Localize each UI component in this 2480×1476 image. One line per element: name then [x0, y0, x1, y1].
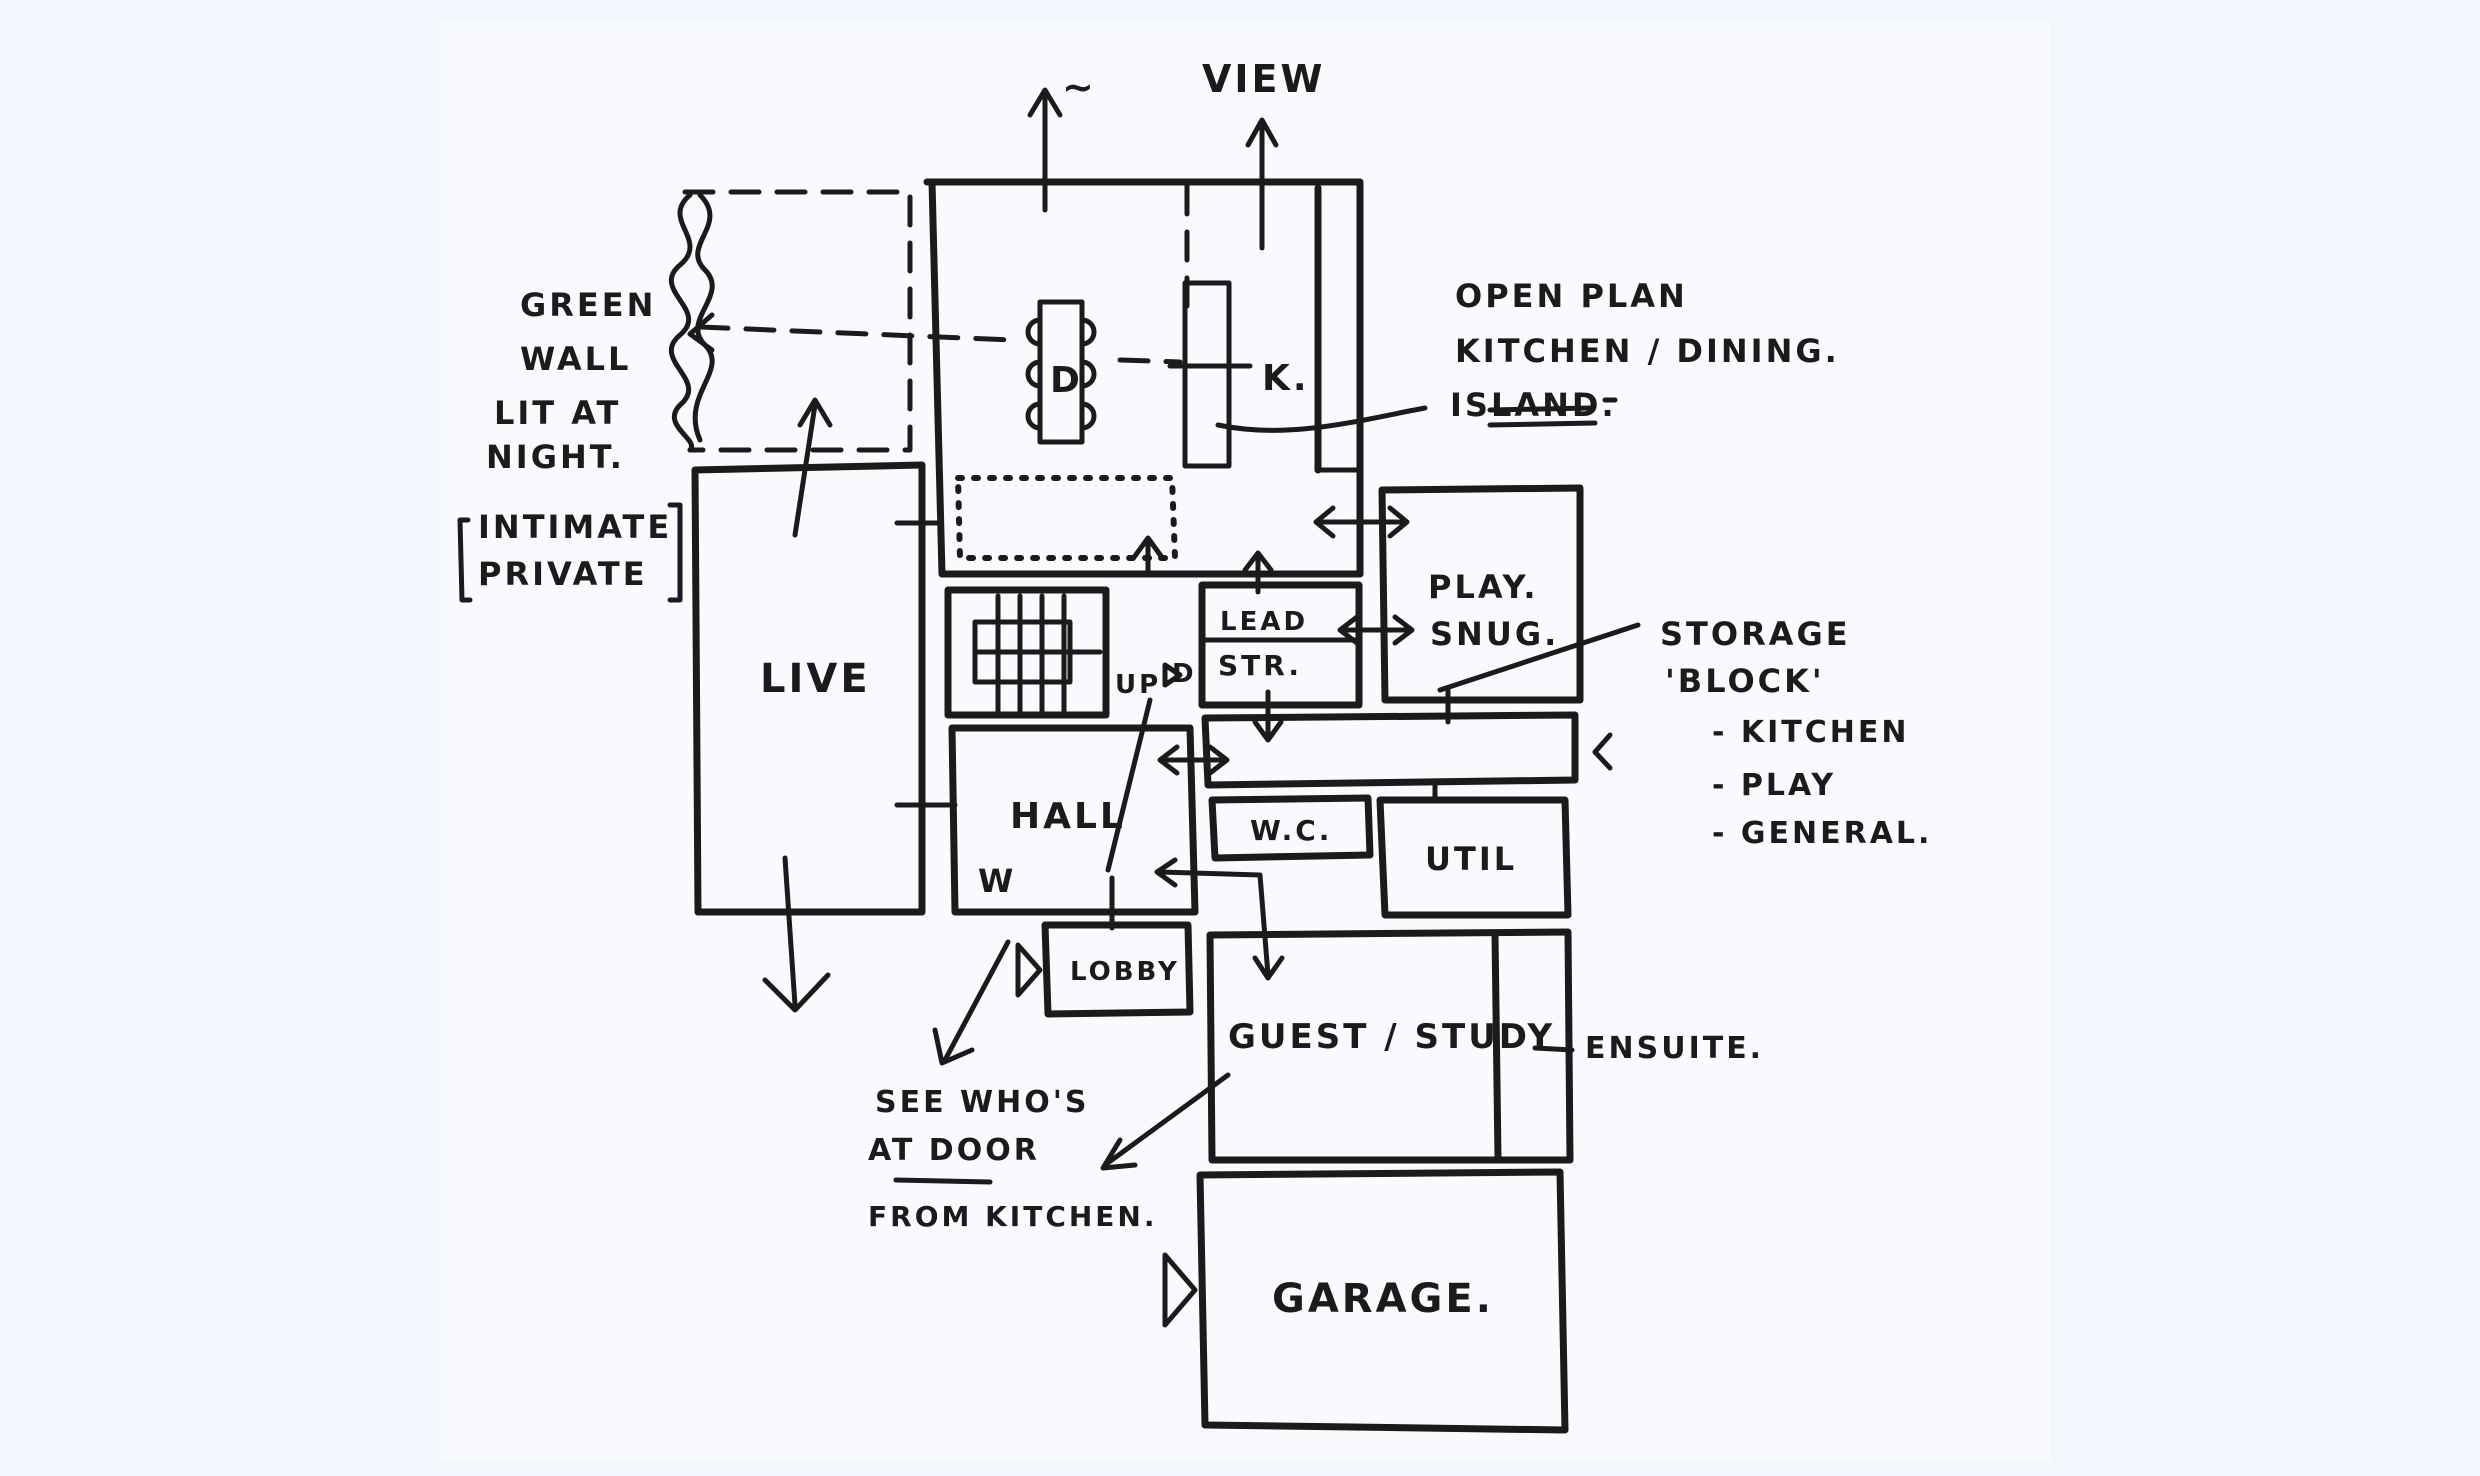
- green-wall-dashed-zone: [669, 189, 1183, 453]
- kitchen-island: [1167, 280, 1428, 469]
- label-up: UP: [1115, 670, 1161, 700]
- label-from-kitchen: FROM KITCHEN.: [868, 1200, 1158, 1233]
- garage-room: [1196, 1168, 1569, 1434]
- label-view-tilde: ~: [1062, 65, 1097, 109]
- label-storage-kitchen: - KITCHEN: [1712, 715, 1910, 750]
- label-lead: LEAD: [1220, 607, 1308, 637]
- label-ensuite: ENSUITE.: [1585, 1031, 1764, 1066]
- label-door-d: D: [1172, 659, 1197, 689]
- label-at-door: AT DOOR: [868, 1133, 1040, 1168]
- label-intimate: INTIMATE: [478, 508, 672, 546]
- dining-table: [1025, 299, 1097, 445]
- label-storage-play: - PLAY: [1712, 768, 1836, 803]
- label-lit-at: LIT AT: [494, 394, 621, 432]
- label-kitchen: K.: [1262, 358, 1310, 399]
- label-store: STR.: [1218, 649, 1302, 682]
- label-view: VIEW: [1202, 57, 1325, 101]
- label-lobby: LOBBY: [1070, 957, 1180, 987]
- label-green: GREEN: [520, 286, 656, 324]
- label-guest-study: GUEST / STUDY: [1228, 1017, 1555, 1057]
- label-island: ISLAND.: [1450, 386, 1617, 424]
- label-util: UTIL: [1425, 840, 1517, 878]
- label-w: W: [978, 862, 1016, 900]
- util-room: [1376, 796, 1572, 919]
- label-block: 'BLOCK': [1665, 662, 1825, 700]
- label-dining: D: [1050, 360, 1083, 401]
- label-wc: W.C.: [1250, 814, 1332, 847]
- label-play: PLAY.: [1428, 568, 1539, 606]
- label-storage: STORAGE: [1660, 615, 1851, 653]
- paper-sheet: [440, 22, 2050, 1462]
- label-storage-general: - GENERAL.: [1712, 816, 1932, 851]
- open-plan-kitchen-dining-room: [923, 178, 1364, 578]
- label-see-whos: SEE WHO'S: [875, 1085, 1090, 1120]
- live-room: [691, 461, 926, 916]
- labels: ~ VIEW GREEN WALL LIT AT NIGHT. INTIMATE…: [478, 57, 1932, 1322]
- label-garage: GARAGE.: [1272, 1276, 1494, 1322]
- label-wall: WALL: [520, 340, 631, 378]
- label-open-plan: OPEN PLAN: [1455, 277, 1688, 315]
- lead-store-block: [1198, 581, 1363, 709]
- label-hall: HALL: [1010, 796, 1126, 837]
- hall-room: [948, 697, 1199, 916]
- wc-room: [1208, 794, 1374, 862]
- label-private: PRIVATE: [478, 555, 648, 593]
- dotted-zone-dining: [955, 475, 1178, 561]
- label-live: LIVE: [760, 656, 871, 702]
- circulation-arrows: [457, 87, 1641, 1328]
- label-snug: SNUG.: [1430, 615, 1559, 653]
- label-kitchen-dining: KITCHEN / DINING.: [1455, 332, 1840, 370]
- label-night: NIGHT.: [486, 438, 625, 476]
- storage-block-strip: [1201, 711, 1579, 789]
- lobby-room: [1041, 921, 1194, 1018]
- stairs: [944, 586, 1110, 719]
